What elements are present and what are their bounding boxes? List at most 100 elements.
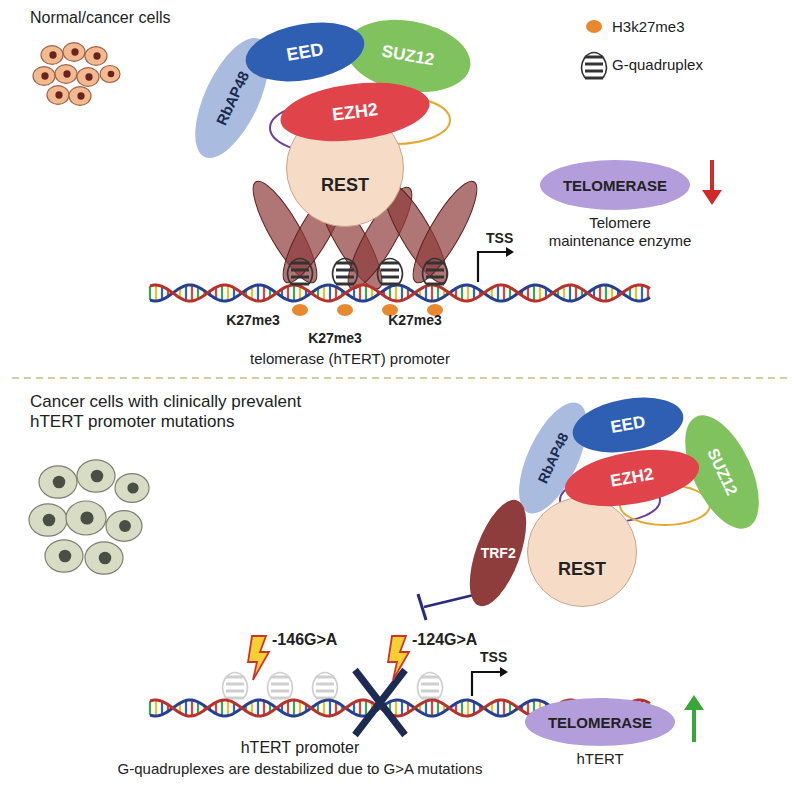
base-pair [467, 700, 469, 716]
mutation-bolt [388, 636, 409, 680]
g-tetrad [336, 276, 354, 279]
base-pair [461, 701, 463, 716]
protein-name: SUZ12 [703, 446, 740, 499]
g-tetrad [271, 697, 289, 700]
protein-name: EED [609, 412, 647, 438]
g-loop [418, 673, 443, 699]
base-pair [605, 285, 607, 301]
base-pair [437, 286, 439, 300]
cell [66, 501, 106, 535]
up-arrow [692, 708, 696, 742]
base-pair [641, 285, 643, 301]
g-tetrad [291, 269, 309, 272]
g-quadruplex [288, 259, 313, 285]
g-quadruplex [223, 673, 248, 699]
annotation-text: TSS [486, 230, 526, 247]
g-loop [423, 259, 448, 285]
protein-name: SUZ12 [380, 42, 436, 71]
trf2-protein [403, 174, 487, 289]
g-tetrad [291, 262, 309, 265]
cell [47, 86, 69, 105]
base-pair [185, 286, 187, 301]
protein-oval: TELOMERASE [525, 698, 675, 746]
cell-nucleus [49, 51, 56, 58]
base-pair [431, 285, 433, 301]
tss-arrow [472, 672, 500, 696]
base-pair [425, 286, 427, 300]
g-tetrad [271, 690, 289, 693]
cross-mark [355, 670, 405, 735]
g-tetrad [316, 690, 334, 693]
base-pair [365, 700, 367, 715]
base-pair [533, 285, 535, 301]
h3k27me3-mark [292, 304, 308, 316]
g-tetrad [426, 276, 444, 279]
protein-name: EED [285, 38, 325, 65]
cell [55, 65, 77, 84]
legend-text: G-quadruplex [612, 56, 703, 73]
g-quadruplex [378, 259, 403, 285]
g-tetrad [381, 262, 399, 265]
arrow-head [702, 190, 722, 205]
annotation-text: Telomere maintenance enzyme [545, 214, 695, 250]
dna-strand [150, 285, 650, 301]
protein-name: REST [558, 559, 606, 580]
cell [45, 540, 83, 572]
legend-text: H3k27me3 [612, 18, 685, 35]
base-pair [365, 285, 367, 300]
g-tetrad [585, 77, 603, 80]
legend-swatch [586, 20, 602, 33]
cell-nucleus [93, 52, 100, 59]
arrow-head [500, 667, 508, 677]
dna-strand [150, 285, 650, 301]
g-tetrad [426, 269, 444, 272]
protein-name: TRF2 [481, 545, 516, 561]
annotation-text: K27me3 [380, 312, 450, 329]
g-loop [333, 259, 358, 285]
g-tetrad [421, 683, 439, 686]
cross-mark [355, 670, 405, 735]
base-pair [155, 285, 157, 301]
protein-oval: TELOMERASE [540, 160, 690, 210]
cell-nucleus [91, 470, 104, 483]
cell-nucleus [55, 91, 62, 98]
g-tetrad [421, 676, 439, 679]
base-pair [395, 700, 397, 716]
g-tetrad [316, 683, 334, 686]
base-pair [575, 286, 577, 300]
cell-nucleus [85, 73, 92, 80]
g-quadruplex [423, 259, 448, 285]
protein-name: REST [321, 175, 369, 196]
g-tetrad [336, 269, 354, 272]
g-tetrad [585, 70, 603, 73]
cell-nucleus [108, 71, 115, 78]
g-tetrad [271, 676, 289, 679]
base-pair [191, 285, 193, 301]
g-tetrad [585, 63, 603, 66]
annotation-text: hTERT [555, 750, 645, 768]
g-tetrad [316, 697, 334, 700]
annotation-text: -146G>A [272, 630, 352, 649]
g-tetrad [336, 283, 354, 286]
base-pair [329, 285, 331, 301]
base-pair [227, 700, 229, 715]
g-quadruplex [582, 53, 607, 79]
cell [41, 46, 63, 65]
cell-nucleus [119, 520, 131, 532]
base-pair [293, 700, 295, 716]
g-tetrad [226, 697, 244, 700]
base-pair [503, 285, 505, 300]
g-loop [582, 53, 607, 79]
protein-name: RbAP48 [534, 430, 571, 485]
cell-nucleus [43, 514, 56, 527]
g-loop [313, 673, 338, 699]
base-pair [635, 285, 637, 300]
g-tetrad [226, 676, 244, 679]
g-tetrad [291, 276, 309, 279]
cell-nucleus [77, 92, 84, 99]
g-tetrad [316, 676, 334, 679]
cell-nucleus [53, 476, 66, 489]
protein-name: TELOMERASE [563, 177, 667, 194]
base-pair [539, 286, 541, 301]
g-tetrad [421, 690, 439, 693]
